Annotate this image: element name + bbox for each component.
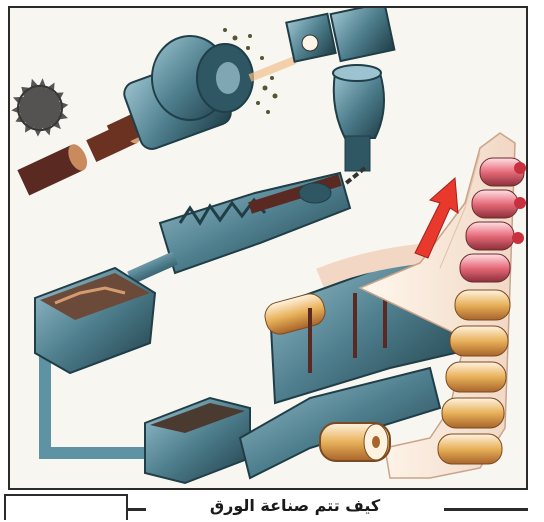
mixing-tank bbox=[35, 268, 155, 373]
paper-making-illustration bbox=[10, 8, 526, 488]
caption-left-box bbox=[4, 494, 128, 520]
refining-trough bbox=[160, 173, 350, 273]
caption-rule-left bbox=[128, 508, 146, 511]
pulp-hopper bbox=[286, 8, 394, 171]
grinder-drum bbox=[121, 28, 295, 152]
illustration-frame bbox=[8, 6, 528, 490]
caption-bar: كيف تتم صناعة الورق bbox=[0, 494, 544, 522]
caption-text: كيف تتم صناعة الورق bbox=[150, 496, 440, 515]
caption-rule-right bbox=[444, 508, 528, 511]
finished-paper-roll bbox=[320, 423, 390, 461]
